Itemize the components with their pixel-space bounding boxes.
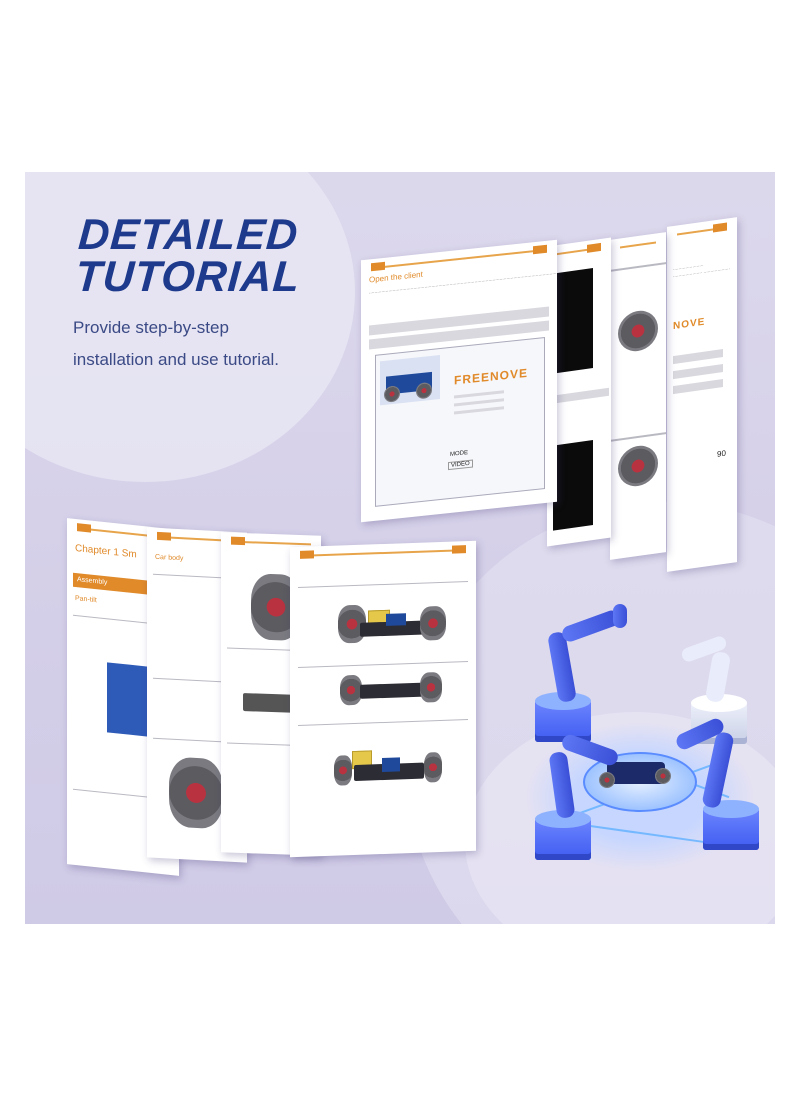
subtitle: Provide step-by-step installation and us…	[73, 312, 313, 376]
value-readout: 90	[717, 448, 726, 459]
tutorial-page-assembly	[290, 540, 476, 858]
headline: DETAILED TUTORIAL	[73, 211, 304, 301]
robot-factory-illustration	[495, 602, 775, 892]
video-label: VIDEO	[448, 459, 473, 471]
client-window: FREENOVE MODE VIDEO	[375, 336, 545, 507]
car-robot-icon	[607, 762, 665, 784]
tutorial-page: ...................... .................…	[667, 217, 737, 572]
page-logo: NOVE	[673, 316, 706, 333]
tutorial-page	[610, 232, 666, 560]
subtitle-line-1: Provide step-by-step	[73, 318, 229, 337]
tutorial-page-client: Open the client ........................…	[361, 239, 557, 523]
terminal-screenshot	[553, 440, 593, 531]
freenove-logo: FREENOVE	[454, 365, 529, 388]
headline-line-1: DETAILED	[76, 211, 300, 259]
section-title: Open the client	[369, 269, 423, 285]
subtitle-line-2: installation and use tutorial.	[73, 350, 280, 369]
chapter-title: Chapter 1 Sm	[75, 542, 137, 561]
product-banner: DETAILED TUTORIAL Provide step-by-step i…	[25, 172, 775, 924]
car-body-label: Car body	[155, 553, 184, 563]
headline-line-2: TUTORIAL	[73, 253, 302, 301]
terminal-screenshot	[553, 268, 593, 374]
pantilt-label: Pan-tilt	[75, 594, 97, 605]
mode-label: MODE	[450, 450, 468, 458]
